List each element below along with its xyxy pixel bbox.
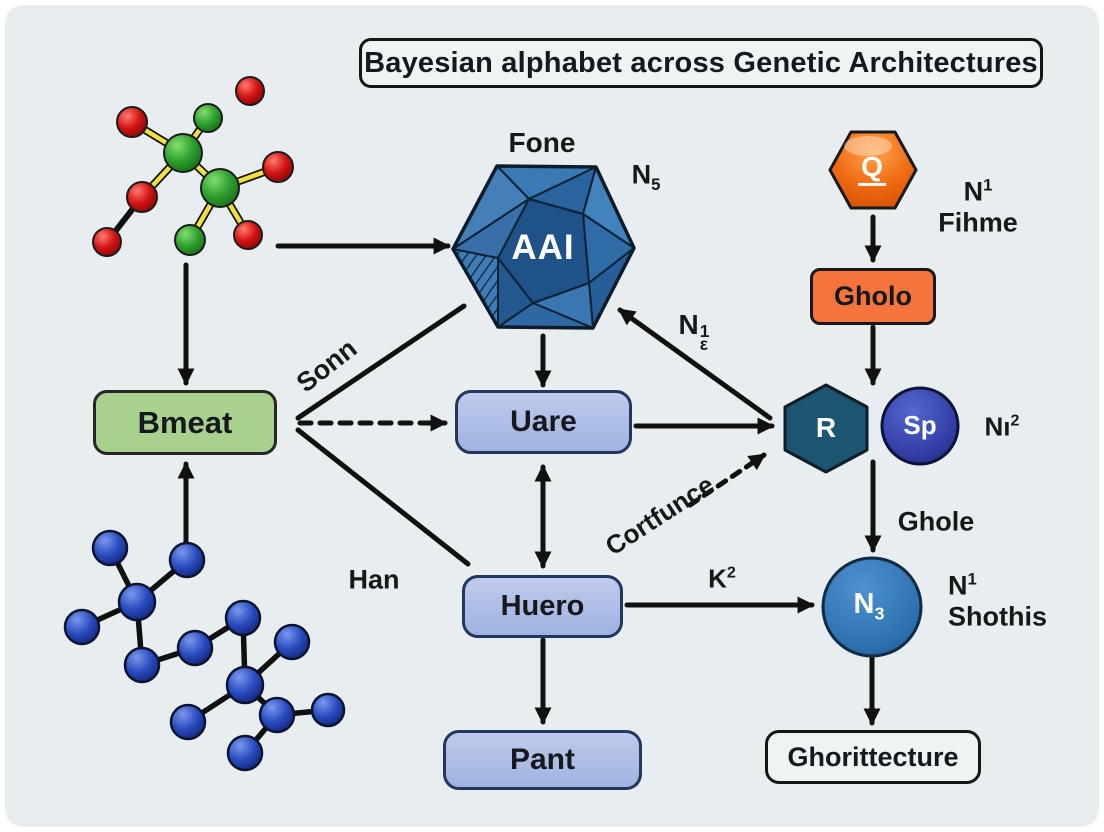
node-gholo-label: Gholo	[834, 281, 912, 311]
sp-circle	[880, 386, 960, 466]
n3-circle	[821, 556, 923, 658]
label-ni2: Nı2	[984, 411, 1020, 442]
q-hexagon	[828, 130, 918, 210]
node-bmeat: Bmeat	[93, 390, 277, 455]
node-ghorittecture: Ghorittecture	[765, 730, 981, 784]
title-box: Bayesian alphabet across Genetic Archite…	[359, 38, 1043, 88]
label-k2: K2	[708, 563, 736, 594]
molecule-green-red	[92, 76, 294, 257]
node-gholo: Gholo	[810, 268, 936, 325]
label-ghole: Ghole	[897, 506, 975, 537]
label-q: Q	[858, 150, 886, 186]
node-ghorittecture-label: Ghorittecture	[787, 741, 959, 772]
r-hexagon	[783, 383, 869, 474]
node-huero-label: Huero	[500, 590, 585, 622]
label-aai: AAI	[511, 227, 575, 267]
label-sp: Sp	[903, 410, 937, 441]
page-title: Bayesian alphabet across Genetic Archite…	[364, 46, 1038, 79]
line-sonn-to-huero	[295, 427, 471, 567]
molecule-blue	[63, 529, 346, 772]
arrows	[177, 214, 882, 726]
label-n3: N3	[853, 587, 885, 624]
node-pant: Pant	[443, 730, 642, 790]
line-sonn-to-aai	[295, 303, 467, 421]
arrow-cortfunce-dashed	[687, 452, 767, 508]
aai-polyhedron	[451, 164, 636, 330]
label-n5: N5	[631, 159, 661, 195]
node-pant-label: Pant	[509, 743, 575, 776]
node-uare-label: Uare	[510, 405, 577, 438]
node-huero: Huero	[462, 575, 623, 638]
node-uare: Uare	[455, 390, 632, 454]
label-r: R	[815, 411, 837, 443]
label-han: Han	[348, 564, 400, 595]
arrow-r-to-aai	[617, 307, 773, 421]
label-fone: Fone	[508, 126, 576, 158]
node-bmeat-label: Bmeat	[137, 404, 233, 440]
